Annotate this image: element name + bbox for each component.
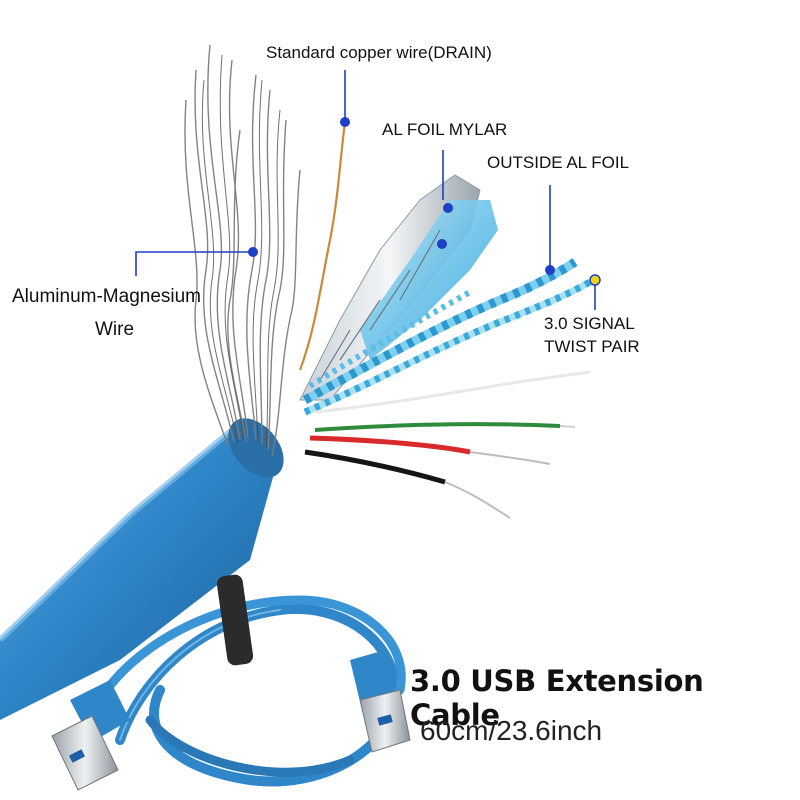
signal-label-line2: TWIST PAIR	[544, 337, 640, 356]
braided-shield	[184, 44, 301, 457]
coiled-cable	[95, 574, 406, 787]
usb-connector-left	[51, 680, 130, 791]
inner-wires	[304, 370, 591, 519]
braided-shield-dark	[201, 54, 281, 449]
aluminum-label-line2: Wire	[95, 319, 135, 340]
aluminum-label-line1: Aluminum-Magnesium	[12, 286, 202, 307]
signal-label-line1: 3.0 SIGNAL	[544, 314, 635, 333]
drain-marker	[340, 117, 350, 127]
mylar-marker	[443, 203, 453, 213]
usb-connector-right	[350, 650, 411, 753]
callout-markers	[248, 117, 601, 286]
mylar-label: AL FOIL MYLAR	[382, 120, 508, 139]
mylar-marker-2	[437, 239, 447, 249]
drain-label: Standard copper wire(DRAIN)	[266, 43, 492, 62]
aluminum-marker	[248, 247, 258, 257]
foil-mylar	[299, 174, 498, 401]
outside-foil-label: OUTSIDE AL FOIL	[487, 153, 630, 172]
main-cable	[0, 418, 284, 720]
drain-wire	[298, 121, 347, 371]
product-title: 3.0 USB Extension Cable	[410, 664, 704, 732]
outside-foil-marker	[545, 265, 555, 275]
product-length: 60cm/23.6inch	[420, 715, 603, 746]
signal-twist-pairs	[302, 258, 592, 416]
signal-marker	[589, 274, 601, 286]
